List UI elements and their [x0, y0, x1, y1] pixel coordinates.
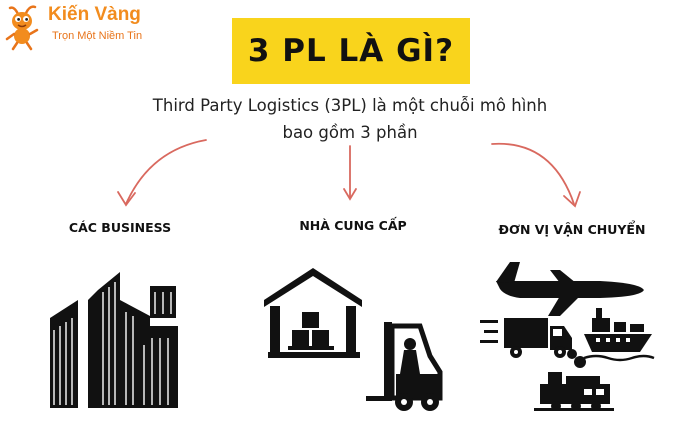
title-banner: 3 PL LÀ GÌ?	[232, 18, 470, 84]
ant-mascot-icon	[5, 5, 39, 51]
subtitle-line-1: Third Party Logistics (3PL) là một chuỗi…	[152, 96, 548, 115]
page-title: 3 PL LÀ GÌ?	[247, 33, 455, 69]
arrow-to-carrier	[491, 142, 575, 205]
brand-name: Kiến Vàng	[48, 4, 141, 25]
arrow-head-business	[117, 191, 136, 207]
arrow-to-business	[125, 139, 207, 205]
subtitle-line-2: bao gồm 3 phần	[282, 123, 418, 142]
category-label-business: CÁC BUSINESS	[68, 220, 172, 235]
brand-slogan: Trọn Một Niềm Tin	[52, 30, 143, 42]
category-label-carrier: ĐƠN VỊ VẬN CHUYỂN	[498, 222, 646, 237]
arrow-head-supplier	[343, 188, 357, 201]
brand-logo[interactable]	[4, 4, 174, 51]
arrow-head-carrier	[563, 191, 581, 208]
subtitle: Third Party Logistics (3PL) là một chuỗi…	[100, 92, 600, 146]
category-label-supplier: NHÀ CUNG CẤP	[299, 218, 407, 233]
